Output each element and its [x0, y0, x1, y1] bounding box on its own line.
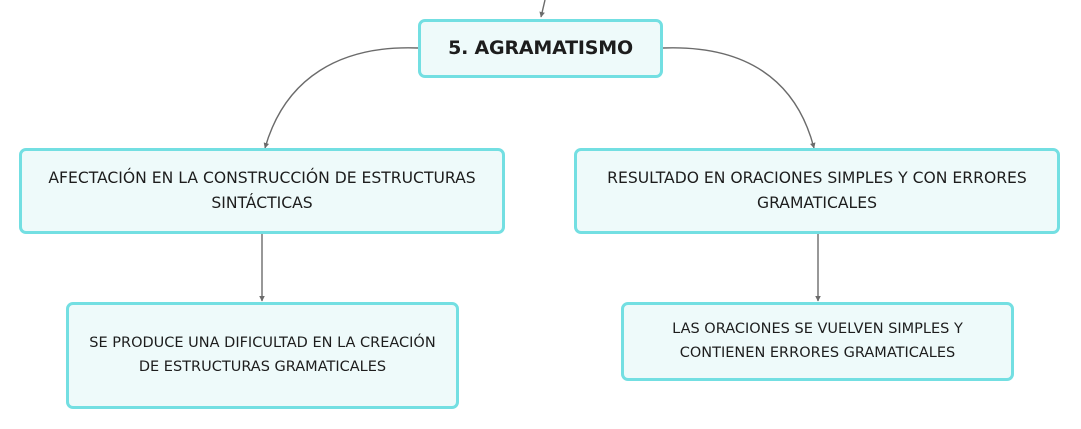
right-main-topic-label: RESULTADO EN ORACIONES SIMPLES Y CON ERR…	[607, 168, 1027, 212]
root-topic-label: 5. AGRAMATISMO	[448, 37, 633, 60]
left-main-topic-node[interactable]: AFECTACIÓN EN LA CONSTRUCCIÓN DE ESTRUCT…	[19, 148, 505, 234]
root-to-right-connector	[662, 47, 816, 149]
incoming-root-connector	[539, 0, 546, 18]
root-to-left-connector	[263, 47, 419, 149]
left-subtopic-node[interactable]: SE PRODUCE UNA DIFICULTAD EN LA CREACIÓN…	[66, 302, 459, 409]
root-topic-node[interactable]: 5. AGRAMATISMO	[418, 19, 663, 78]
right-subtopic-label: LAS ORACIONES SE VUELVEN SIMPLES Y CONTI…	[672, 321, 963, 361]
right-subtopic-node[interactable]: LAS ORACIONES SE VUELVEN SIMPLES Y CONTI…	[621, 302, 1014, 381]
left-subtopic-label: SE PRODUCE UNA DIFICULTAD EN LA CREACIÓN…	[89, 335, 436, 375]
left-main-topic-label: AFECTACIÓN EN LA CONSTRUCCIÓN DE ESTRUCT…	[48, 168, 476, 212]
right-main-topic-node[interactable]: RESULTADO EN ORACIONES SIMPLES Y CON ERR…	[574, 148, 1060, 234]
